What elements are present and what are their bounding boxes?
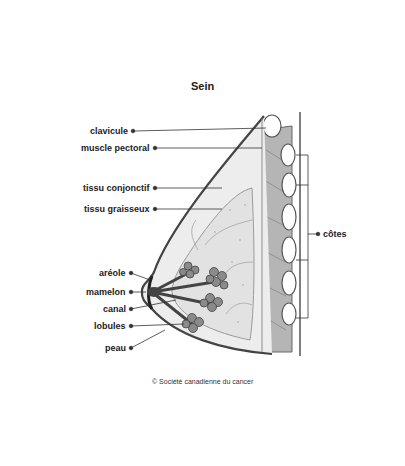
part-label: canal: [103, 305, 126, 314]
part-label: peau: [105, 344, 126, 353]
part-label: clavicule: [90, 127, 128, 136]
copyright-caption: © Société canadienne du cancer: [152, 378, 253, 385]
part-label: côtes: [323, 230, 347, 239]
part-label: lobules: [94, 322, 126, 331]
part-label: tissu conjonctif: [83, 184, 150, 193]
part-label: mamelon: [86, 288, 126, 297]
part-label: tissu graisseux: [84, 205, 150, 214]
part-label: muscle pectoral: [81, 144, 150, 153]
part-label: aréole: [99, 269, 126, 278]
diagram-title: Sein: [191, 81, 214, 92]
